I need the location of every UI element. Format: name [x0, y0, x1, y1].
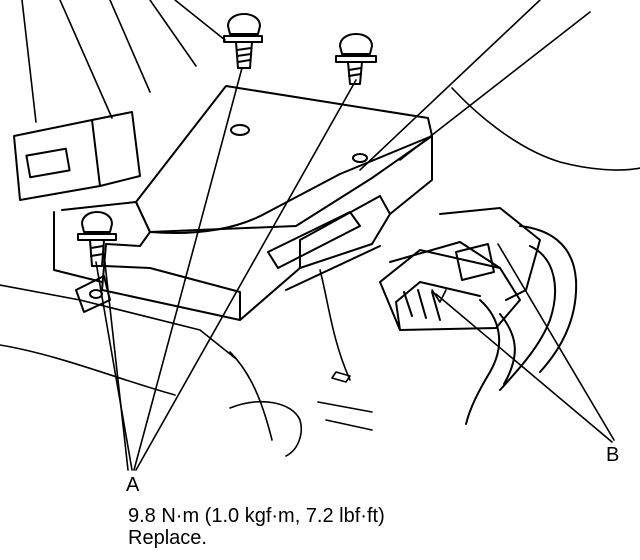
leader-lines-b [431, 243, 615, 443]
torque-spec: 9.8 N·m (1.0 kgf·m, 7.2 lbf·ft) [128, 505, 385, 527]
wiring-harness [465, 225, 578, 425]
replace-note: Replace. [128, 527, 207, 549]
vehicle-body-lines [0, 0, 640, 457]
bolt-icon [75, 211, 117, 313]
ecu-unit [53, 85, 433, 321]
callout-a: A [126, 474, 140, 496]
bolt-icon [335, 33, 377, 85]
harness-connector [379, 207, 541, 331]
connector-box [13, 111, 141, 201]
bolt-icon [223, 13, 263, 69]
callout-b: B [606, 444, 620, 466]
leader-lines-a [95, 67, 357, 471]
